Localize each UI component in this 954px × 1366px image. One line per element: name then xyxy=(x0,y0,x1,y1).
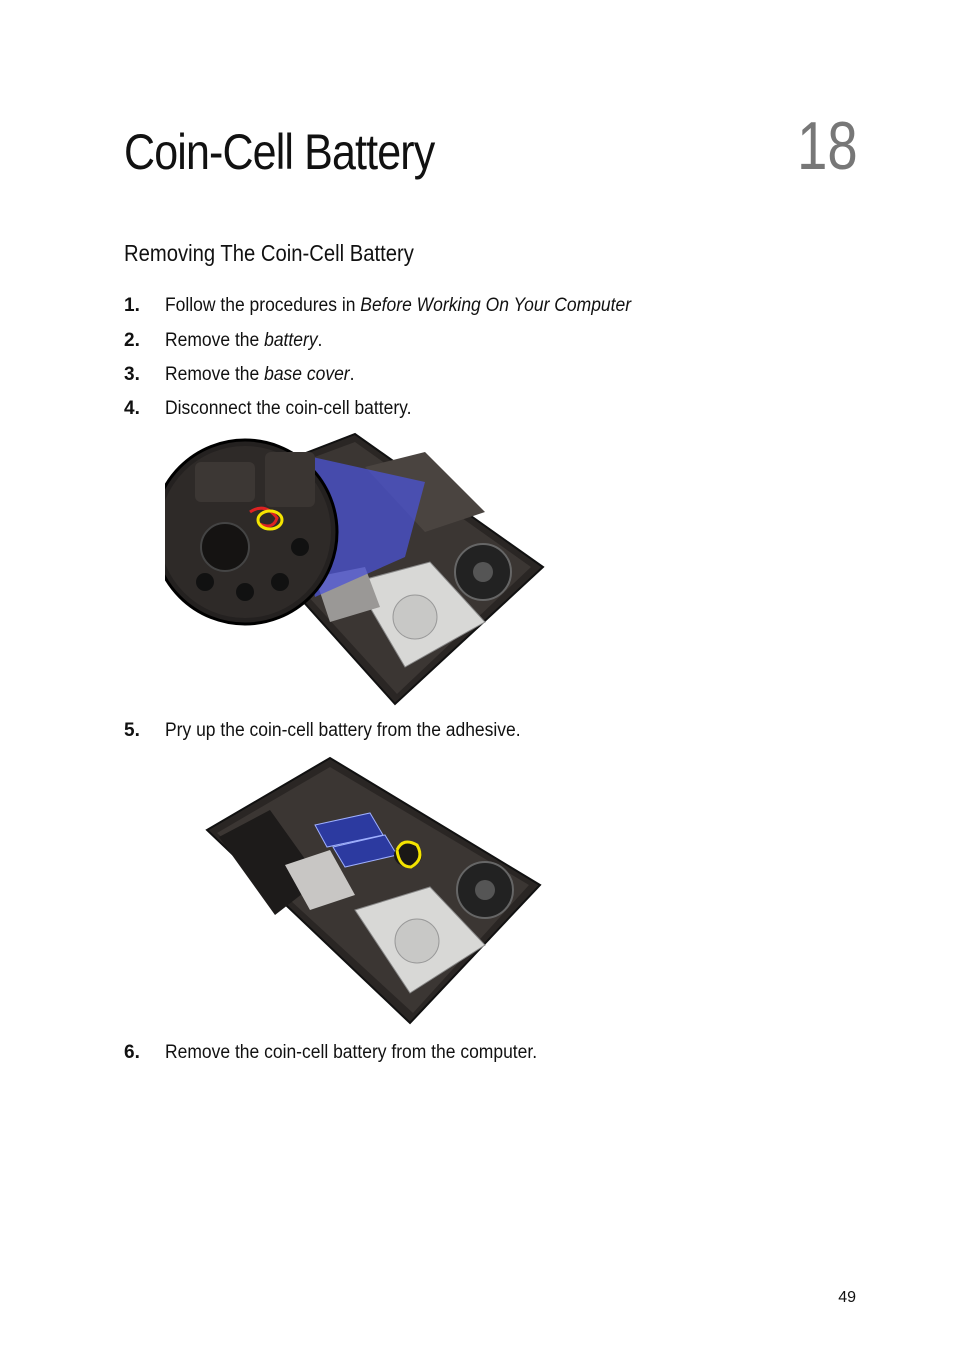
step-text: Disconnect the coin-cell battery. xyxy=(165,398,412,419)
highlight-ring xyxy=(256,509,284,531)
hdd-bracket xyxy=(285,850,355,910)
step-text: Remove the xyxy=(165,364,265,385)
step-number: 4. xyxy=(124,398,140,419)
step-number: 5. xyxy=(124,720,140,741)
page-number: 49 xyxy=(838,1289,856,1306)
step-text-end: . xyxy=(349,364,355,385)
step-link-battery[interactable]: battery xyxy=(264,330,318,351)
figure-disconnect-coin-cell xyxy=(165,432,545,706)
coin-cell-battery-icon xyxy=(200,522,250,572)
highlight-ring xyxy=(395,840,422,869)
step-6: 6. Remove the coin-cell battery from the … xyxy=(124,1040,569,1066)
section-title: Removing The Coin-Cell Battery xyxy=(124,240,414,266)
step-link-base-cover[interactable]: base cover xyxy=(264,364,350,385)
step-1: 1. Follow the procedures in Before Workin… xyxy=(124,293,672,319)
step-4: 4. Disconnect the coin-cell battery. xyxy=(124,396,433,422)
step-number: 2. xyxy=(124,330,140,351)
step-number: 3. xyxy=(124,364,140,385)
step-5: 5. Pry up the coin-cell battery from the … xyxy=(124,718,552,744)
step-2: 2. Remove the battery. xyxy=(124,328,336,354)
step-3: 3. Remove the base cover. xyxy=(124,362,371,388)
step-text: Follow the procedures in xyxy=(165,295,361,316)
figure-pry-coin-cell xyxy=(205,756,542,1025)
step-text: Remove the coin-cell battery from the co… xyxy=(165,1042,538,1063)
step-number: 1. xyxy=(124,295,140,316)
chapter-number: 18 xyxy=(797,108,858,184)
step-number: 6. xyxy=(124,1042,140,1063)
step-link-before-working[interactable]: Before Working On Your Computer xyxy=(360,295,632,316)
step-text: Remove the xyxy=(165,330,265,351)
step-text: Pry up the coin-cell battery from the ad… xyxy=(165,720,521,741)
step-text-end: . xyxy=(317,330,323,351)
chapter-title: Coin-Cell Battery xyxy=(124,124,435,180)
